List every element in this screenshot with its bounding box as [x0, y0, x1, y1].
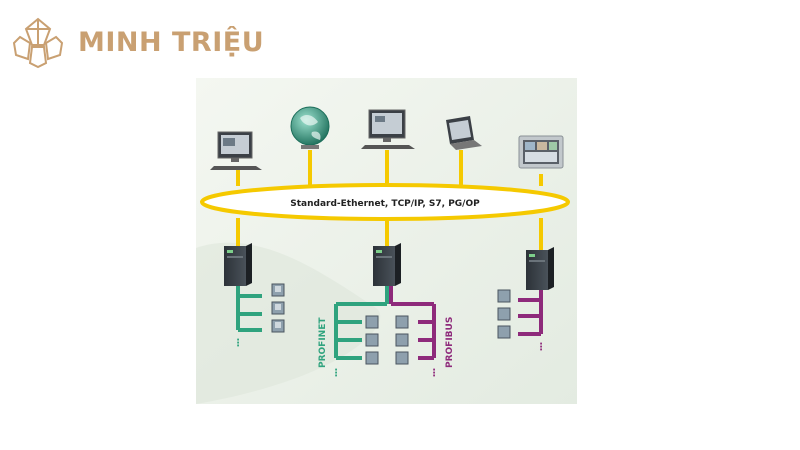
ethernet-bus [200, 183, 570, 221]
profibus-label: PROFIBUS [445, 317, 455, 368]
touch-panel-icon [518, 135, 564, 169]
ethernet-label: Standard-Ethernet, TCP/IP, S7, PG/OP [290, 199, 480, 209]
svg-text:⋮: ⋮ [233, 338, 243, 349]
svg-text:⋮: ⋮ [331, 368, 341, 379]
svg-text:⋮: ⋮ [429, 368, 439, 379]
plc-controller-icon [526, 247, 554, 290]
network-diagram: Standard-Ethernet, TCP/IP, S7, PG/OP [196, 78, 577, 404]
ethernet-drops [236, 150, 543, 186]
io-module-icon [497, 289, 511, 339]
brand-name: MINH TRIỆU [78, 26, 265, 58]
profinet-lines-middle [334, 286, 389, 360]
profinet-label: PROFINET [318, 317, 328, 368]
globe-icon [290, 106, 330, 149]
profibus-lines-right [518, 290, 543, 336]
pc-workstation-icon [361, 109, 415, 149]
pc-workstation-icon [210, 131, 262, 170]
profibus-lines-middle [389, 286, 436, 360]
crystal-logo-icon [12, 17, 64, 69]
io-module-icon [271, 283, 285, 333]
profinet-lines-left [236, 286, 262, 332]
laptop-icon [446, 116, 482, 150]
plc-controller-icon [373, 243, 401, 286]
brand-logo: MINH TRIỆU [10, 14, 264, 70]
io-module-icon [365, 315, 409, 365]
svg-text:⋮: ⋮ [536, 342, 546, 353]
plc-controller-icon [224, 243, 252, 286]
